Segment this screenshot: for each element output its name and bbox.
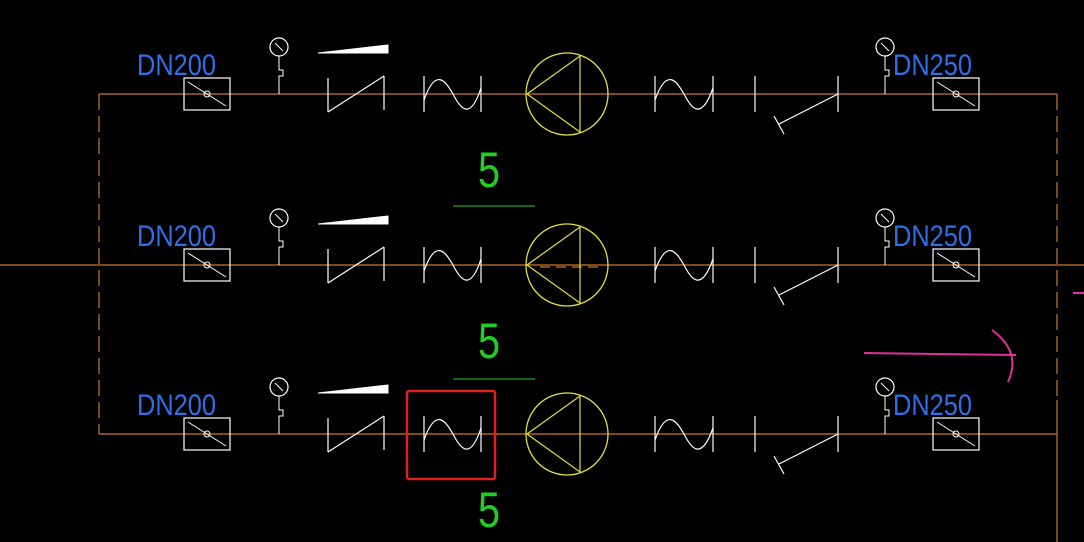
- outlet-flex-joint-wave: [654, 78, 714, 110]
- inlet-valve-box: [183, 77, 231, 111]
- gauge-needle: [274, 382, 284, 392]
- outlet-flex-joint-wave: [654, 418, 714, 450]
- inlet-valve-diagonal: [187, 81, 227, 107]
- flow-arrow-head: [991, 329, 1014, 383]
- outlet-valve-box-stem: [952, 90, 960, 98]
- outlet-flex-joint-wave: [654, 249, 714, 281]
- flow-arrow: [863, 329, 1017, 383]
- inlet-size-label: DN200: [137, 389, 216, 422]
- pipe-network: [0, 93, 1084, 542]
- inlet-valve-diagonal: [187, 421, 227, 447]
- inlet-valve-box: [183, 417, 231, 451]
- pump-row-3: DN200 DN250 5: [137, 377, 980, 538]
- pump-triangle: [525, 225, 581, 305]
- outlet-valve-handle: [773, 115, 785, 135]
- outlet-valve-box: [932, 417, 980, 451]
- row-separators: [453, 205, 535, 380]
- outlet-gauge-needle: [880, 213, 890, 223]
- inlet-size-label: DN200: [137, 220, 216, 253]
- outlet-size-label: DN250: [893, 389, 972, 422]
- flex-joint-wave: [423, 78, 482, 110]
- outlet-valve-lever: [778, 433, 839, 465]
- outlet-gauge-pipe: [884, 56, 890, 94]
- outlet-valve-lever: [778, 93, 839, 125]
- outlet-size-label: DN250: [893, 49, 972, 82]
- outlet-valve-box-stem: [952, 261, 960, 269]
- outlet-gauge-pipe: [884, 396, 890, 434]
- outlet-gauge-pipe: [884, 227, 890, 265]
- flex-joint-wave: [423, 249, 482, 281]
- outlet-valve-box-stem: [952, 430, 960, 438]
- outlet-valve-handle: [773, 455, 785, 475]
- pump-row-1: DN200 DN250 5: [137, 37, 980, 198]
- outlet-gauge-needle: [880, 42, 890, 52]
- outlet-valve-box-diagonal: [936, 252, 976, 278]
- outlet-size-label: DN250: [893, 220, 972, 253]
- mark-label: 5: [478, 142, 500, 198]
- inlet-size-label: DN200: [137, 49, 216, 82]
- gauge-needle: [274, 42, 284, 52]
- flex-joint-wave: [423, 418, 482, 450]
- outlet-valve-lever: [778, 264, 839, 296]
- reducer-wedge: [317, 215, 389, 225]
- inlet-valve-stem: [203, 90, 211, 98]
- inlet-valve-stem: [203, 261, 211, 269]
- outlet-valve-box-diagonal: [936, 81, 976, 107]
- outlet-valve-box: [932, 248, 980, 282]
- check-valve-diagonal: [327, 75, 385, 113]
- gauge-pipe: [278, 227, 284, 265]
- check-valve-diagonal: [327, 246, 385, 284]
- inlet-valve-box: [183, 248, 231, 282]
- highlight-box: [405, 389, 497, 481]
- inlet-valve-stem: [203, 430, 211, 438]
- gauge-pipe: [278, 56, 284, 94]
- pump-triangle: [525, 54, 581, 134]
- gauge-needle: [274, 213, 284, 223]
- mark-label: 5: [478, 313, 500, 369]
- outlet-gauge-needle: [880, 382, 890, 392]
- flow-arrow-shaft: [863, 352, 1017, 356]
- outlet-valve-box-diagonal: [936, 421, 976, 447]
- inlet-valve-diagonal: [187, 252, 227, 278]
- outlet-valve-handle: [773, 286, 785, 306]
- gauge-pipe: [278, 396, 284, 434]
- check-valve-diagonal: [327, 415, 385, 453]
- mark-label: 5: [478, 482, 500, 538]
- pump-triangle: [525, 394, 581, 474]
- reducer-wedge: [317, 384, 389, 394]
- outlet-valve-box: [932, 77, 980, 111]
- reducer-wedge: [317, 44, 389, 54]
- pump-row-2: DN200 DN250 5: [137, 208, 980, 369]
